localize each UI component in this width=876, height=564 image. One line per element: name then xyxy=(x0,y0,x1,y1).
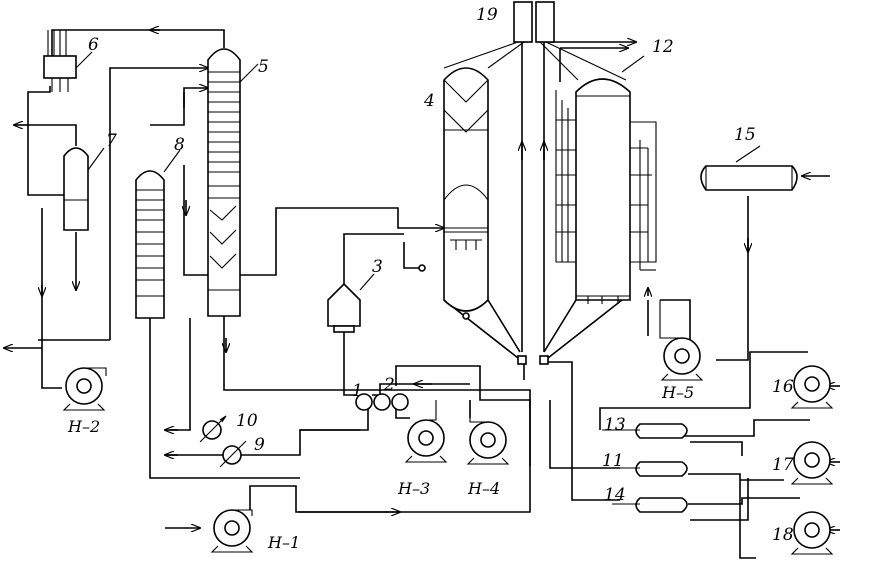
heat-exchanger-icon xyxy=(199,415,247,468)
label-9: 9 xyxy=(254,435,265,455)
label-7: 7 xyxy=(106,131,117,151)
label-3: 3 xyxy=(372,257,383,277)
valve-left xyxy=(517,355,527,365)
regenerator-12 xyxy=(575,55,645,304)
label-18: 18 xyxy=(772,525,794,545)
label-15: 15 xyxy=(734,125,756,145)
piping xyxy=(4,30,840,559)
label-14: 14 xyxy=(604,485,626,505)
label-16: 16 xyxy=(772,377,794,397)
column-8 xyxy=(135,149,181,319)
label-2: 2 xyxy=(383,375,395,395)
heaters-13-11-14 xyxy=(602,423,688,513)
labels: 1 2 3 4 5 6 7 8 9 10 11 12 13 14 15 16 1… xyxy=(67,5,794,552)
label-h5: Н–5 xyxy=(661,383,694,402)
separator-7 xyxy=(63,147,105,231)
label-13: 13 xyxy=(604,415,626,435)
exchanger-1-2 xyxy=(355,393,409,411)
label-17: 17 xyxy=(772,455,794,475)
label-h3: Н–3 xyxy=(397,479,430,498)
label-h2: Н–2 xyxy=(67,417,100,436)
pump-icon xyxy=(62,300,834,555)
label-11: 11 xyxy=(602,451,624,471)
label-19: 19 xyxy=(476,5,498,25)
hopper-3 xyxy=(327,273,375,333)
label-4: 4 xyxy=(423,91,435,111)
drum-15 xyxy=(700,145,798,191)
label-6: 6 xyxy=(88,35,99,55)
label-h1: Н–1 xyxy=(267,533,300,552)
hoppers-19 xyxy=(513,1,555,43)
label-h4: Н–4 xyxy=(467,479,500,498)
label-10: 10 xyxy=(236,411,258,431)
valve-right xyxy=(539,355,549,365)
condenser-6 xyxy=(43,30,93,92)
label-5: 5 xyxy=(258,57,269,77)
reactor-4 xyxy=(443,67,489,320)
label-12: 12 xyxy=(652,37,674,57)
column-5 xyxy=(207,48,259,317)
label-8: 8 xyxy=(174,135,185,155)
label-1: 1 xyxy=(352,381,363,401)
